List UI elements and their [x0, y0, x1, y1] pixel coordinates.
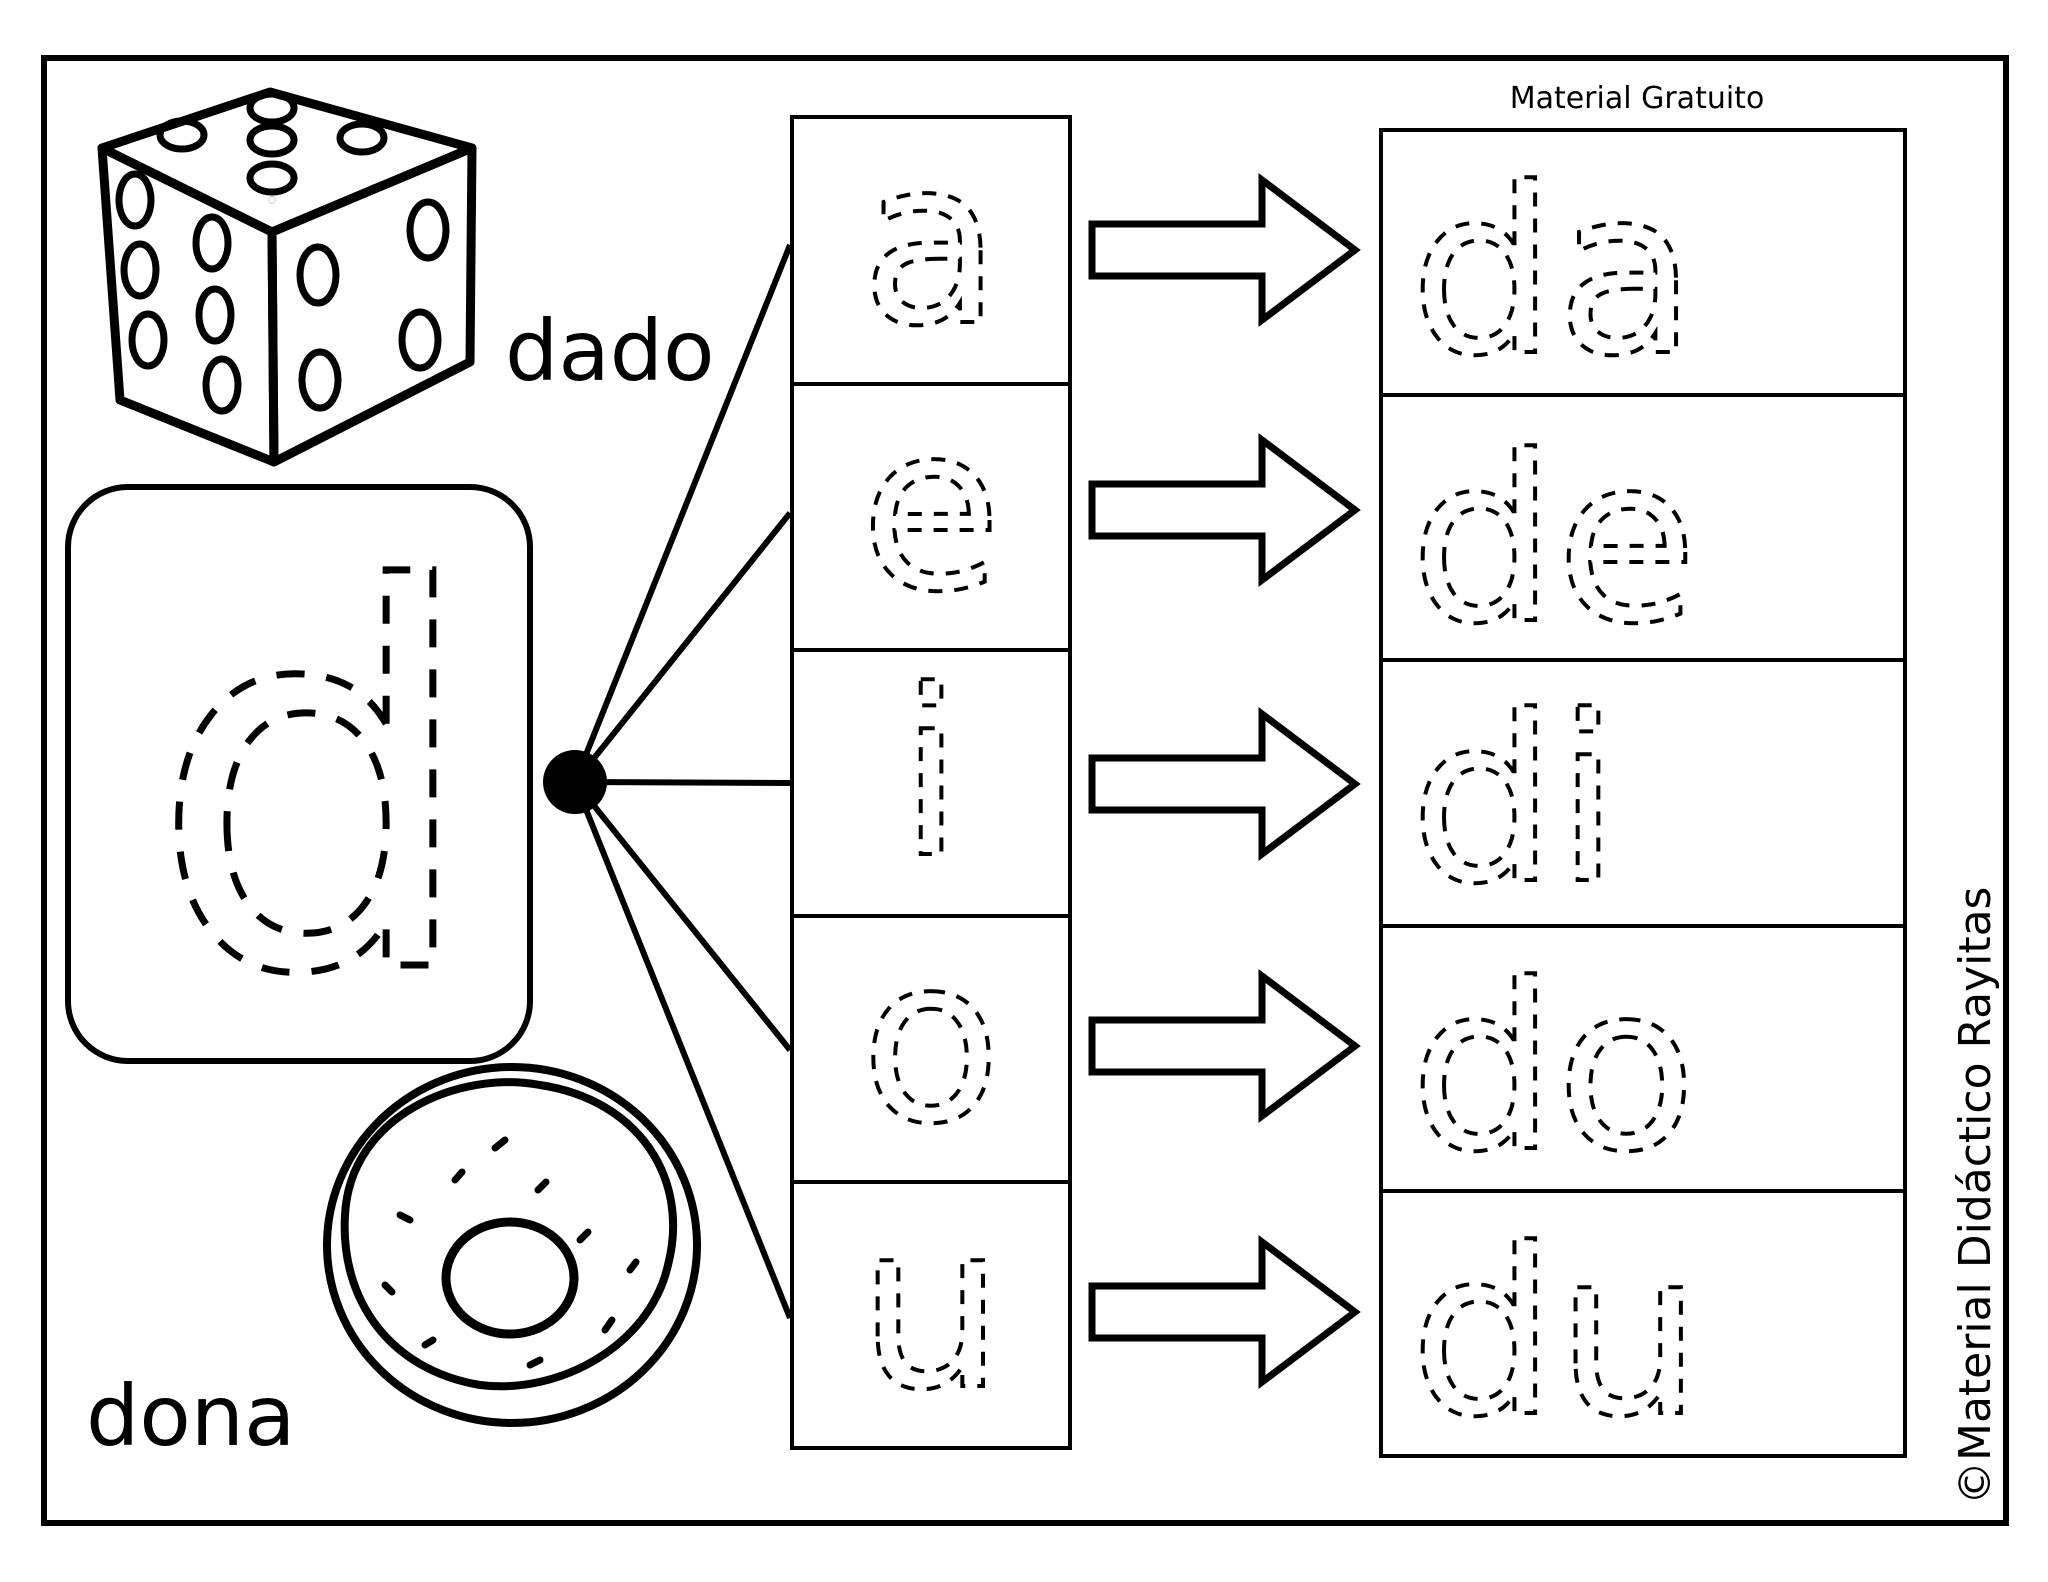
word-dona: dona	[86, 1367, 295, 1465]
arrow-right-icon	[1088, 172, 1361, 328]
syllable-de: de	[1410, 408, 1698, 675]
syllable-da: da	[1410, 140, 1697, 407]
arrow-right-icon	[1088, 432, 1361, 588]
vowel-e: e	[860, 376, 1002, 643]
main-letter-box	[65, 484, 533, 1064]
header-label: Material Gratuito	[1510, 81, 1765, 116]
syllable-du: du	[1410, 1201, 1702, 1468]
page-border	[41, 55, 2009, 1526]
donut-icon	[323, 1063, 701, 1427]
arrow-right-icon	[1088, 706, 1361, 862]
syllable-column: da de di do du	[1379, 128, 1907, 1470]
vowel-i: i	[899, 642, 963, 909]
arrow-right-icon	[1088, 968, 1361, 1124]
credit-text: ©Material Didáctico Rayitas	[1950, 887, 2001, 1505]
syllable-do: do	[1410, 936, 1697, 1203]
vowel-u: u	[858, 1174, 1004, 1441]
connector-hub	[543, 750, 607, 814]
arrow-right-icon	[1088, 1234, 1361, 1390]
vowel-o: o	[861, 908, 1002, 1175]
word-dado: dado	[505, 302, 715, 400]
vowel-a: a	[861, 110, 1002, 377]
vowel-column: a e i o u	[790, 108, 1072, 1450]
dice-icon	[97, 87, 477, 467]
main-letter-trace: d	[150, 482, 480, 1088]
connector-lines	[572, 243, 793, 1320]
syllable-di: di	[1410, 668, 1620, 935]
